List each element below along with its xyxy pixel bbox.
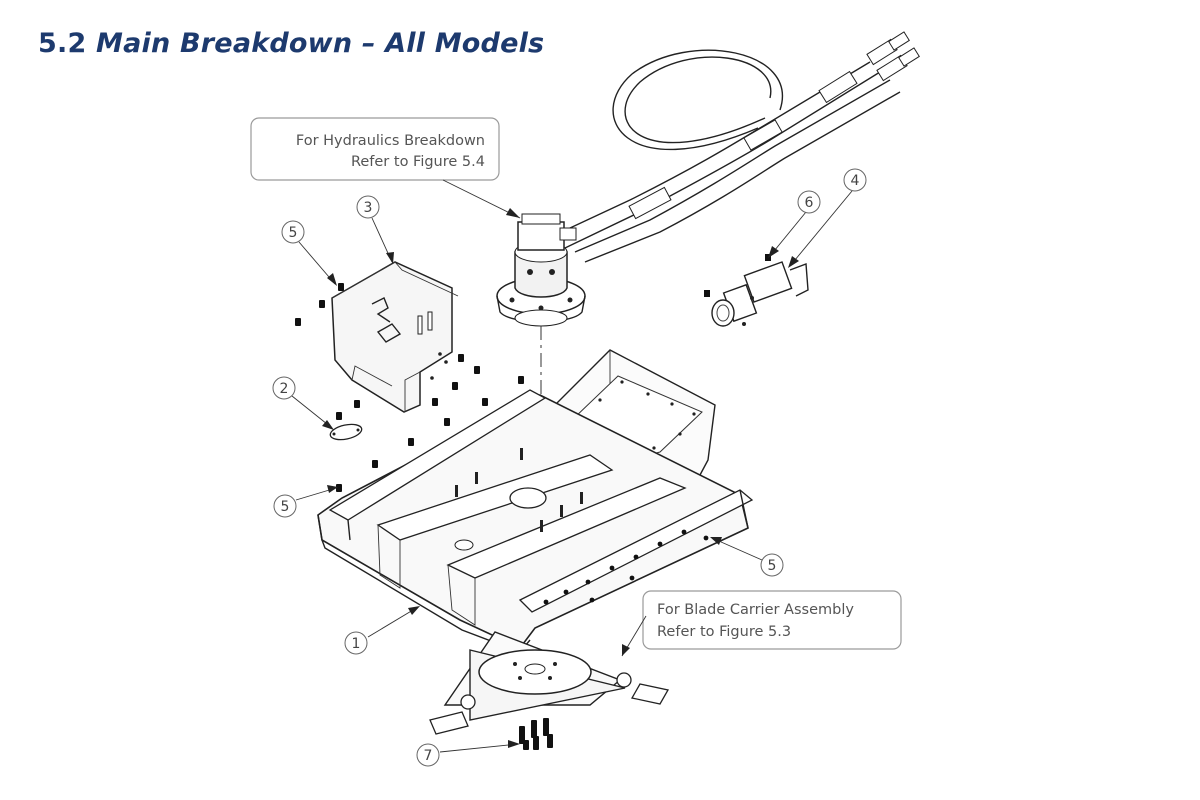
part-4-valve: [704, 254, 809, 327]
balloon-3: 3: [356, 195, 394, 264]
section-title: Main Breakdown – All Models: [96, 28, 545, 59]
balloon-5-right-label: 5: [768, 558, 777, 574]
balloon-5-left-label: 5: [281, 499, 290, 515]
balloon-6: 6: [768, 190, 821, 258]
cover-bolts: [295, 283, 524, 492]
balloon-4-label: 4: [851, 173, 860, 189]
blade-carrier-callout: For Blade Carrier Assembly Refer to Figu…: [621, 590, 902, 657]
balloon-1: 1: [344, 606, 420, 655]
hydraulic-hoses: [554, 31, 920, 263]
part-7-blade-bolts: [519, 718, 553, 750]
balloon-7-label: 7: [424, 748, 433, 764]
balloon-7: 7: [416, 740, 520, 767]
hydraulics-callout-line1: For Hydraulics Breakdown: [296, 133, 485, 149]
balloon-5-top-label: 5: [289, 225, 298, 241]
balloon-4: 4: [788, 168, 867, 268]
hose-fitting-top: [866, 31, 920, 82]
balloon-2-label: 2: [280, 381, 289, 397]
balloon-5-top: 5: [281, 220, 337, 286]
part-1-deck: [317, 349, 754, 653]
balloon-3-label: 3: [364, 200, 373, 216]
page-title: 5.2 Main Breakdown – All Models: [38, 28, 544, 59]
blade-carrier: [429, 631, 670, 735]
hydraulic-motor: [496, 213, 586, 327]
balloon-1-label: 1: [352, 636, 361, 652]
part-3-shield-cover: [331, 261, 459, 413]
section-number: 5.2: [38, 28, 87, 59]
balloon-2: 2: [272, 376, 334, 430]
part-2-cover-plate: [329, 423, 363, 441]
hydraulics-callout-line2: Refer to Figure 5.4: [351, 154, 485, 170]
balloon-6-label: 6: [805, 195, 814, 211]
balloon-5-right: 5: [710, 537, 784, 577]
blade-carrier-callout-line2: Refer to Figure 5.3: [657, 624, 791, 640]
hydraulics-callout: For Hydraulics Breakdown Refer to Figure…: [250, 117, 521, 219]
balloon-5-left: 5: [273, 485, 338, 518]
blade-carrier-callout-line1: For Blade Carrier Assembly: [657, 602, 854, 618]
